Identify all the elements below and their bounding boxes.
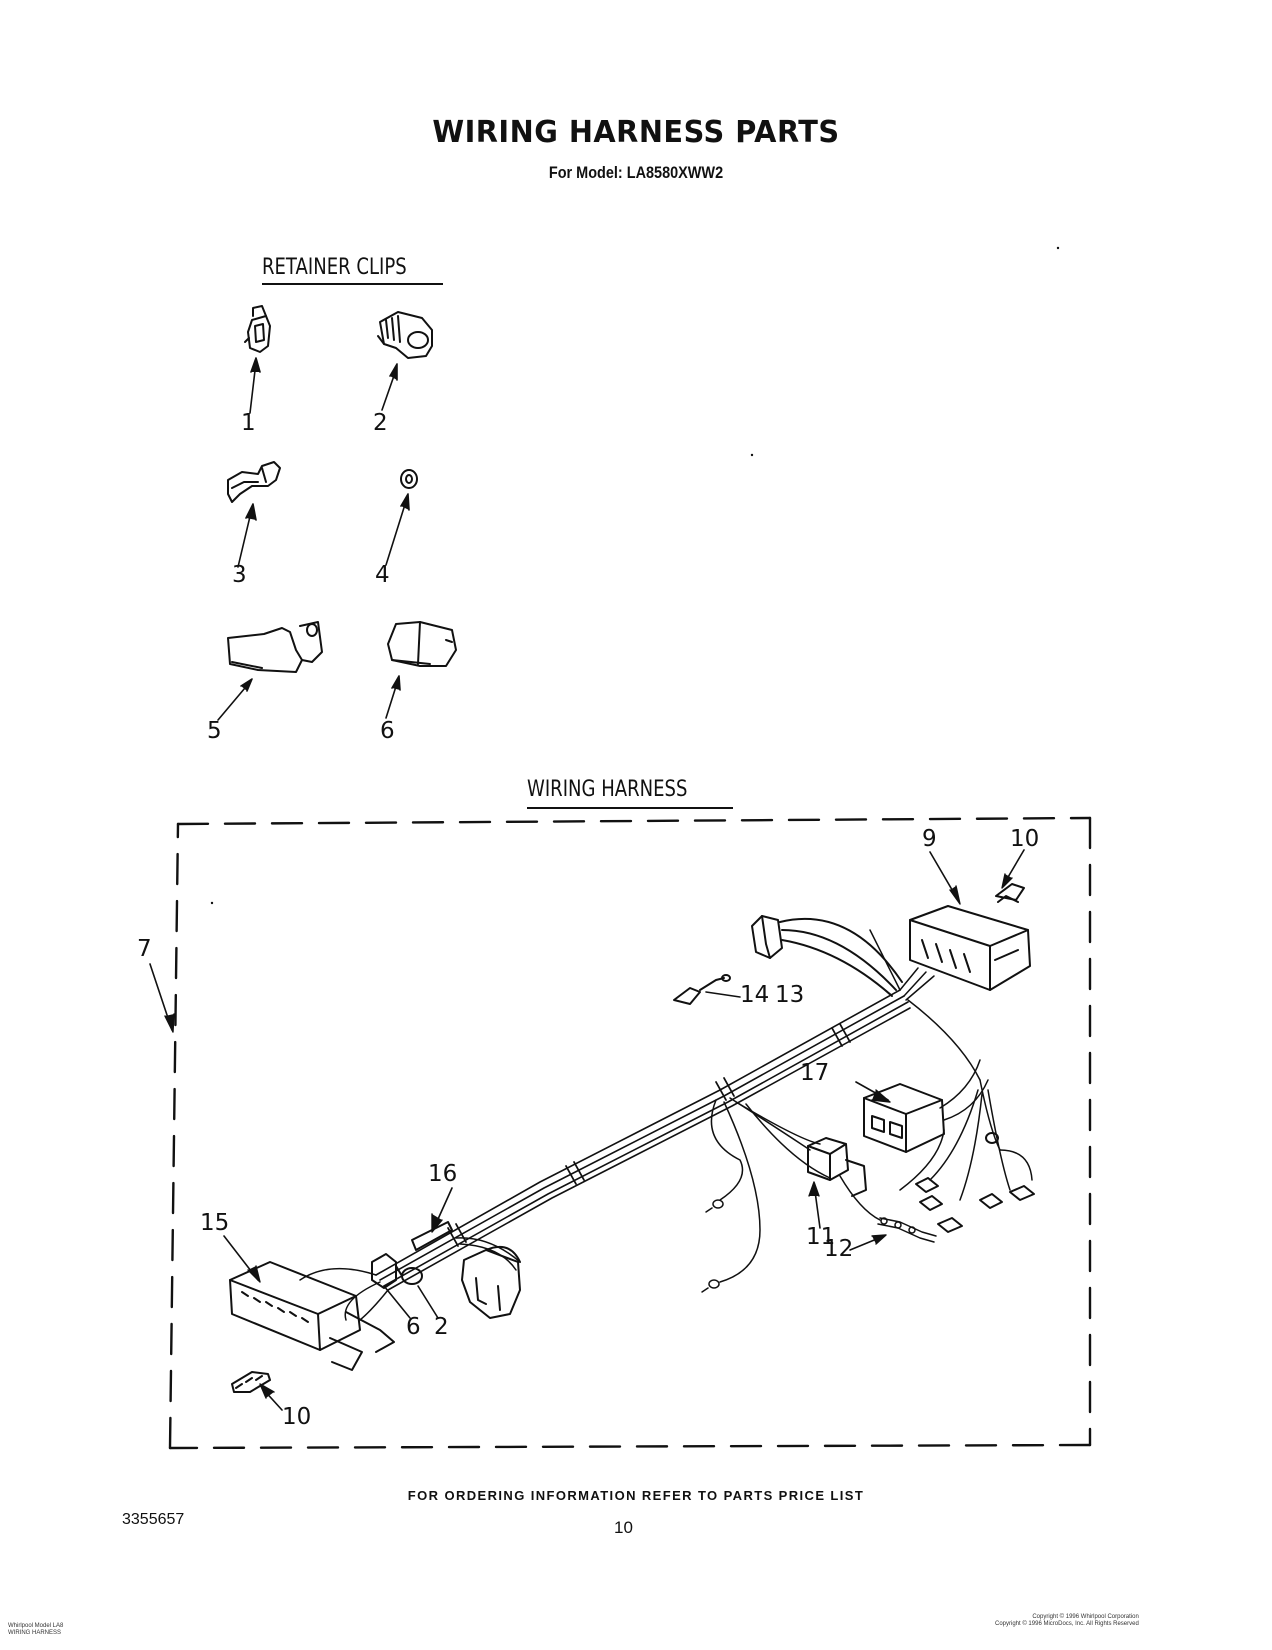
retainer-clips-heading: RETAINER CLIPS xyxy=(262,255,407,280)
page-title: WIRING HARNESS PARTS xyxy=(432,115,840,150)
connector-11 xyxy=(807,1137,867,1197)
retainer-clip-2-installed xyxy=(395,1265,423,1285)
retainer-clip-5 xyxy=(227,621,323,673)
callout-11: 11 xyxy=(806,1224,836,1250)
callout-2-harness: 2 xyxy=(434,1314,449,1340)
fine-print-right: Copyright © 1996 Whirlpool Corporation C… xyxy=(995,1614,1139,1628)
callout-12: 12 xyxy=(824,1236,854,1262)
fine-print-right-line1: Copyright © 1996 Whirlpool Corporation xyxy=(1032,1614,1139,1620)
clip-leader-arrows xyxy=(217,357,410,721)
document-number: 3355657 xyxy=(122,1511,185,1528)
retainer-clip-4 xyxy=(400,469,418,489)
callout-3: 3 xyxy=(232,562,247,588)
callout-9: 9 xyxy=(922,826,937,852)
model-subtitle: For Model: LA8580XWW2 xyxy=(548,163,724,182)
callout-16: 16 xyxy=(428,1161,458,1187)
terminal-14 xyxy=(673,974,731,1005)
callout-2: 2 xyxy=(373,410,388,436)
retainer-clip-6 xyxy=(387,621,457,667)
wiring-harness-heading: WIRING HARNESS xyxy=(527,777,688,802)
callout-13: 13 xyxy=(775,982,805,1008)
retainer-clip-1 xyxy=(244,305,271,353)
callout-10-top: 10 xyxy=(1010,826,1040,852)
terminal-10-bottom xyxy=(231,1371,271,1393)
leader-6 xyxy=(383,1285,411,1319)
fine-print-right-line2: Copyright © 1996 MicroDocs, Inc. All Rig… xyxy=(995,1621,1139,1627)
fine-print-left-line2: WIRING HARNESS xyxy=(8,1630,62,1636)
terminal-block-9 xyxy=(909,905,1031,991)
callout-4: 4 xyxy=(375,562,390,588)
retainer-clips-underline xyxy=(262,283,443,285)
fine-print-left-line1: Whirlpool Model LA8 xyxy=(8,1623,64,1629)
callout-7: 7 xyxy=(137,936,152,962)
retainer-clip-6-installed xyxy=(371,1253,397,1289)
wiring-harness-underline xyxy=(527,807,733,809)
callout-6-harness: 6 xyxy=(406,1314,421,1340)
right-branch-wires xyxy=(899,1059,1033,1201)
right-side-terminals xyxy=(915,1132,1035,1233)
fine-print-left: Whirlpool Model LA8 WIRING HARNESS xyxy=(8,1623,63,1637)
callout-6: 6 xyxy=(380,718,395,744)
ordering-note: FOR ORDERING INFORMATION REFER TO PARTS … xyxy=(407,1488,865,1503)
retainer-clip-3 xyxy=(227,461,281,503)
ground-wires xyxy=(701,1099,761,1293)
harness-wrap-bands xyxy=(447,1023,851,1247)
leader-2 xyxy=(417,1285,439,1319)
scan-specks xyxy=(210,246,1060,905)
callout-14: 14 xyxy=(740,982,770,1008)
harness-bounding-box xyxy=(168,816,1092,1450)
left-end-wires xyxy=(299,1267,389,1321)
plug-wires xyxy=(455,1237,521,1271)
callout-10-bottom: 10 xyxy=(282,1404,312,1430)
callout-1: 1 xyxy=(241,410,256,436)
callout-5: 5 xyxy=(207,718,222,744)
callout-17: 17 xyxy=(800,1060,830,1086)
page-number: 10 xyxy=(614,1518,633,1537)
connector-15 xyxy=(229,1261,395,1371)
callout-15: 15 xyxy=(200,1210,230,1236)
terminal-10-top xyxy=(995,883,1025,903)
branch-wires-11-12 xyxy=(729,1097,881,1221)
retainer-clip-2 xyxy=(377,311,433,359)
plug-connector xyxy=(461,1246,521,1319)
wire-bundle-12 xyxy=(877,1217,937,1243)
connector-13 xyxy=(751,915,903,997)
leader-14 xyxy=(705,991,741,998)
